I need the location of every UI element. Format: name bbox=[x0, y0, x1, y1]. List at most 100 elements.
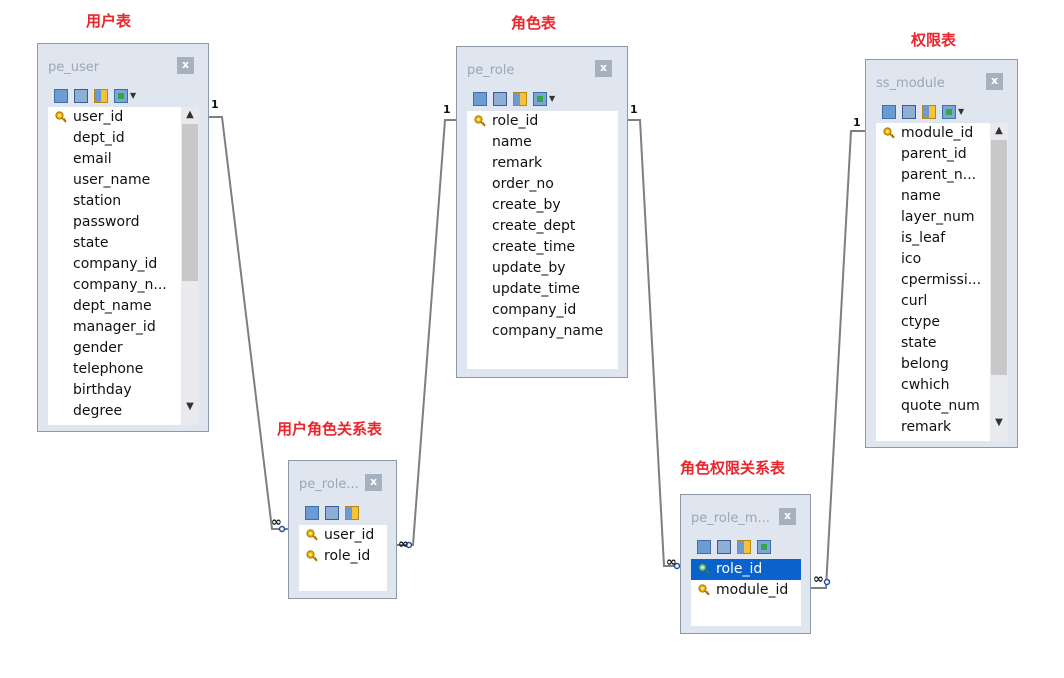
table-title[interactable]: pe_role bbox=[467, 63, 515, 78]
field-row[interactable]: state bbox=[73, 235, 109, 251]
table-view-icon[interactable] bbox=[717, 539, 731, 554]
field-row[interactable]: parent_n... bbox=[901, 167, 977, 183]
table-view-icon[interactable] bbox=[902, 104, 916, 119]
table-key-icon[interactable] bbox=[345, 505, 359, 520]
field-row[interactable]: telephone bbox=[73, 361, 144, 377]
field-row[interactable]: module_id bbox=[691, 580, 801, 601]
close-icon[interactable]: x bbox=[986, 73, 1003, 90]
table-view-icon[interactable] bbox=[493, 91, 507, 106]
field-row-selected[interactable]: role_id bbox=[691, 559, 801, 580]
table-import-icon[interactable] bbox=[942, 104, 956, 119]
field-row[interactable]: is_leaf bbox=[901, 230, 946, 246]
scroll-up-icon[interactable]: ▲ bbox=[186, 109, 194, 120]
table-key-icon[interactable] bbox=[737, 539, 751, 554]
table-import-icon[interactable] bbox=[757, 539, 771, 554]
field-row[interactable]: update_by bbox=[492, 260, 566, 276]
caption-role-table: 角色表 bbox=[511, 14, 557, 32]
table-title[interactable]: pe_role... bbox=[299, 477, 359, 492]
table-pe-user[interactable]: pe_user x ▼ user_id dept_id email user_n… bbox=[37, 43, 209, 432]
scroll-down-icon[interactable]: ▼ bbox=[186, 401, 194, 412]
vertical-scrollbar[interactable]: ▲ ▼ bbox=[990, 123, 1008, 441]
field-row[interactable]: belong bbox=[901, 356, 949, 372]
scroll-up-icon[interactable]: ▲ bbox=[995, 125, 1003, 136]
table-pe-role[interactable]: pe_role x ▼ role_id name remark order_no… bbox=[456, 46, 628, 378]
rel-role-to-user-role bbox=[397, 119, 457, 546]
dropdown-caret-icon[interactable]: ▼ bbox=[958, 107, 965, 116]
table-pe-role-module[interactable]: pe_role_m... x role_id module_id bbox=[680, 494, 811, 634]
scroll-thumb[interactable] bbox=[182, 124, 198, 281]
table-view-icon[interactable] bbox=[325, 505, 339, 520]
close-icon[interactable]: x bbox=[595, 60, 612, 77]
field-row[interactable]: order_no bbox=[492, 176, 554, 192]
field-row[interactable]: manager_id bbox=[73, 319, 156, 335]
field-row[interactable]: cpermissi... bbox=[901, 272, 982, 288]
table-import-icon[interactable] bbox=[114, 88, 128, 103]
close-icon[interactable]: x bbox=[177, 57, 194, 74]
field-list: role_id module_id bbox=[691, 559, 801, 626]
field-row[interactable]: dept_name bbox=[73, 298, 152, 314]
field-row[interactable]: name bbox=[492, 134, 532, 150]
add-column-icon[interactable] bbox=[305, 505, 319, 520]
field-row[interactable]: cwhich bbox=[901, 377, 950, 393]
field-row[interactable]: parent_id bbox=[901, 146, 967, 162]
field-row[interactable]: state bbox=[901, 335, 937, 351]
rel-module-to-role-module bbox=[811, 130, 866, 589]
table-pe-role-user[interactable]: pe_role... x user_id role_id bbox=[288, 460, 397, 599]
table-key-icon[interactable] bbox=[513, 91, 527, 106]
field-row[interactable]: ctype bbox=[901, 314, 940, 330]
close-icon[interactable]: x bbox=[365, 474, 382, 491]
add-column-icon[interactable] bbox=[54, 88, 68, 103]
field-row[interactable]: user_id bbox=[48, 107, 181, 128]
field-row[interactable]: company_name bbox=[492, 323, 604, 339]
field-row[interactable]: create_by bbox=[492, 197, 561, 213]
close-icon[interactable]: x bbox=[779, 508, 796, 525]
caption-module-table: 权限表 bbox=[911, 31, 957, 49]
field-row[interactable]: module_id bbox=[876, 123, 990, 144]
table-view-icon[interactable] bbox=[74, 88, 88, 103]
table-title[interactable]: pe_user bbox=[48, 60, 100, 75]
field-row[interactable]: layer_num bbox=[901, 209, 975, 225]
cardinality-many-user-role-right: ∞ bbox=[398, 537, 409, 552]
vertical-scrollbar[interactable]: ▲ ▼ bbox=[181, 107, 199, 425]
add-column-icon[interactable] bbox=[882, 104, 896, 119]
add-column-icon[interactable] bbox=[697, 539, 711, 554]
field-row[interactable]: user_name bbox=[73, 172, 151, 188]
field-row[interactable]: create_time bbox=[492, 239, 576, 255]
table-import-icon[interactable] bbox=[533, 91, 547, 106]
scroll-down-icon[interactable]: ▼ bbox=[995, 417, 1003, 428]
field-row[interactable]: remark bbox=[492, 155, 543, 171]
field-row[interactable]: dept_id bbox=[73, 130, 125, 146]
rel-user-to-user-role bbox=[208, 116, 289, 530]
table-key-icon[interactable] bbox=[922, 104, 936, 119]
dropdown-caret-icon[interactable]: ▼ bbox=[549, 94, 556, 103]
scroll-thumb[interactable] bbox=[991, 140, 1007, 375]
add-column-icon[interactable] bbox=[473, 91, 487, 106]
rel-role-to-role-module bbox=[627, 119, 682, 567]
field-list: module_id parent_id parent_n... name lay… bbox=[876, 123, 1008, 441]
field-row[interactable]: password bbox=[73, 214, 140, 230]
field-row[interactable]: email bbox=[73, 151, 112, 167]
field-row[interactable]: birthday bbox=[73, 382, 132, 398]
field-row[interactable]: update_time bbox=[492, 281, 580, 297]
field-row[interactable]: degree bbox=[73, 403, 123, 419]
field-row[interactable]: quote_num bbox=[901, 398, 980, 414]
field-row[interactable]: company_n... bbox=[73, 277, 167, 293]
field-row[interactable]: company_id bbox=[492, 302, 577, 318]
table-key-icon[interactable] bbox=[94, 88, 108, 103]
field-row[interactable]: curl bbox=[901, 293, 928, 309]
field-row[interactable]: company_id bbox=[73, 256, 158, 272]
field-row[interactable]: user_id bbox=[299, 525, 387, 546]
field-row[interactable]: ico bbox=[901, 251, 922, 267]
table-title[interactable]: pe_role_m... bbox=[691, 511, 770, 526]
field-row[interactable]: name bbox=[901, 188, 941, 204]
primary-key-icon bbox=[306, 550, 318, 563]
field-row[interactable]: remark bbox=[901, 419, 952, 435]
dropdown-caret-icon[interactable]: ▼ bbox=[130, 91, 137, 100]
field-row[interactable]: station bbox=[73, 193, 122, 209]
field-row[interactable]: gender bbox=[73, 340, 123, 356]
table-title[interactable]: ss_module bbox=[876, 76, 945, 91]
field-row[interactable]: create_dept bbox=[492, 218, 576, 234]
table-ss-module[interactable]: ss_module x ▼ module_id parent_id parent… bbox=[865, 59, 1018, 448]
field-row[interactable]: role_id bbox=[299, 546, 387, 567]
field-row[interactable]: role_id bbox=[467, 111, 618, 132]
